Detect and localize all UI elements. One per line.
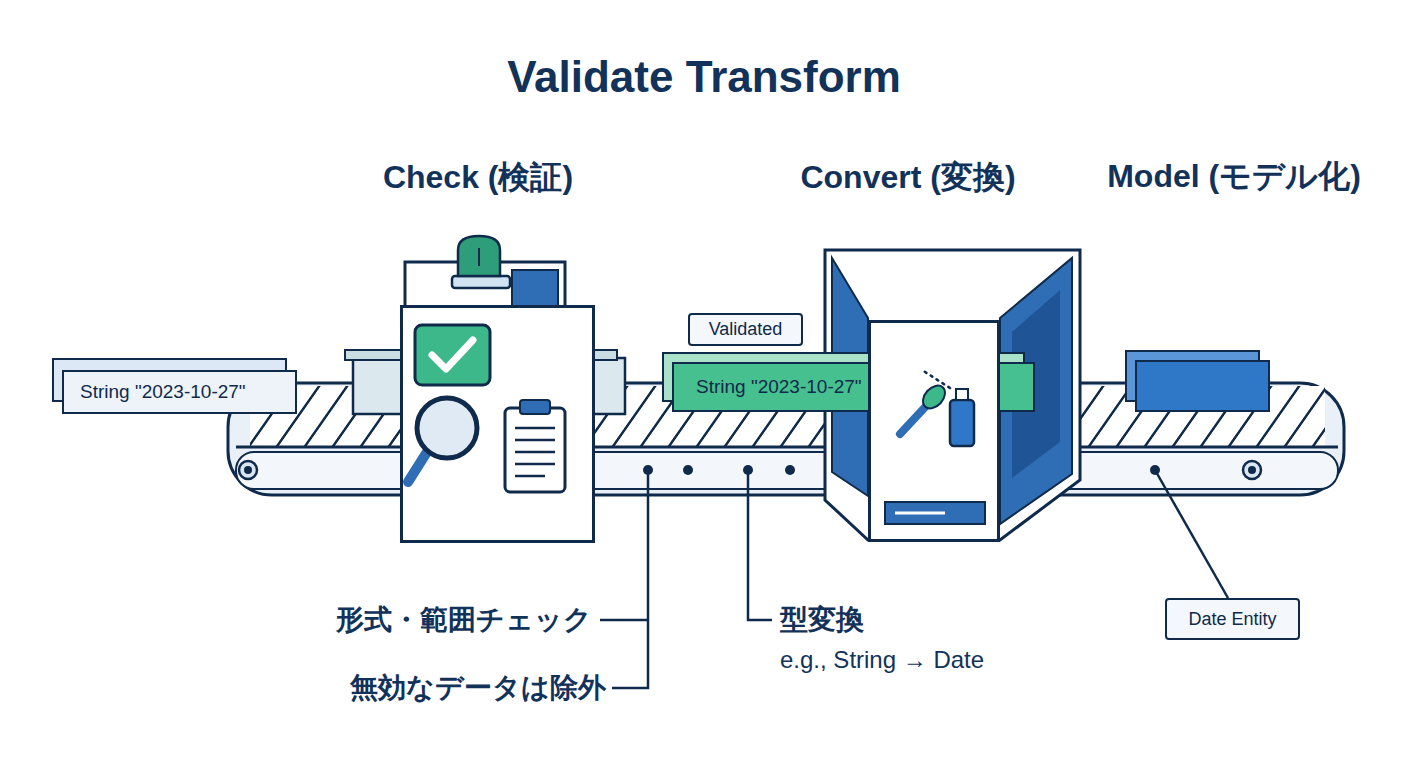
convert-machine: Convert (変換) xyxy=(868,320,1000,542)
brush-handle xyxy=(900,404,928,434)
roller xyxy=(244,466,252,474)
stage-heading: Convert (変換) xyxy=(800,156,1015,200)
node-text: String "2023-10-27" xyxy=(696,376,862,398)
spray-can xyxy=(950,400,974,446)
leader-line xyxy=(600,619,648,622)
model-block: Model (モデル化) xyxy=(1135,360,1270,412)
leader-line xyxy=(1155,470,1228,598)
slot-line xyxy=(895,512,945,515)
clipboard-lines xyxy=(515,428,555,476)
clipboard-icon xyxy=(505,408,565,492)
entity-tag: Date Entity xyxy=(1165,598,1300,640)
roller xyxy=(785,465,795,475)
clipboard-line xyxy=(515,439,555,442)
roller xyxy=(239,461,257,479)
clipboard-line xyxy=(515,427,555,430)
node-text: Date Entity xyxy=(1188,609,1276,630)
roller xyxy=(1243,461,1261,479)
clipboard-line xyxy=(515,451,555,454)
beacon-base xyxy=(452,276,510,288)
magnifier-icon xyxy=(417,398,477,458)
stage-heading: Model (モデル化) xyxy=(1107,155,1361,199)
check-machine: Check (検証) xyxy=(400,305,595,543)
brush-icon xyxy=(919,381,950,412)
diagram-title: Validate Transform xyxy=(0,52,1408,102)
check-mark xyxy=(432,340,473,369)
magnifier-handle xyxy=(408,452,427,482)
machine-slot xyxy=(885,502,985,524)
note-text: 形式・範囲チェック xyxy=(336,601,592,639)
roller xyxy=(1248,466,1256,474)
data-block: String "2023-10-27" xyxy=(62,370,297,414)
note-text: 無効なデータは除外 xyxy=(350,669,606,707)
spray-mist xyxy=(922,370,950,388)
clipboard-line xyxy=(515,475,545,478)
stage-heading: Check (検証) xyxy=(383,156,573,200)
clipboard-line xyxy=(515,463,555,466)
belt-rollers xyxy=(239,461,1261,479)
clipboard-clip xyxy=(520,400,550,414)
node-text: Validated xyxy=(709,319,783,340)
spray-nozzle xyxy=(956,389,968,400)
beacon-line xyxy=(478,248,480,266)
leader-line xyxy=(748,470,772,620)
note-text: 型変換 xyxy=(780,601,864,639)
status-tag: Validated xyxy=(688,313,803,346)
node-text: String "2023-10-27" xyxy=(80,381,246,403)
check-icon xyxy=(415,325,490,385)
roller xyxy=(683,465,693,475)
leader-line xyxy=(612,470,648,688)
status-beacon xyxy=(458,236,500,276)
example-text: e.g., String → Date xyxy=(780,646,984,674)
